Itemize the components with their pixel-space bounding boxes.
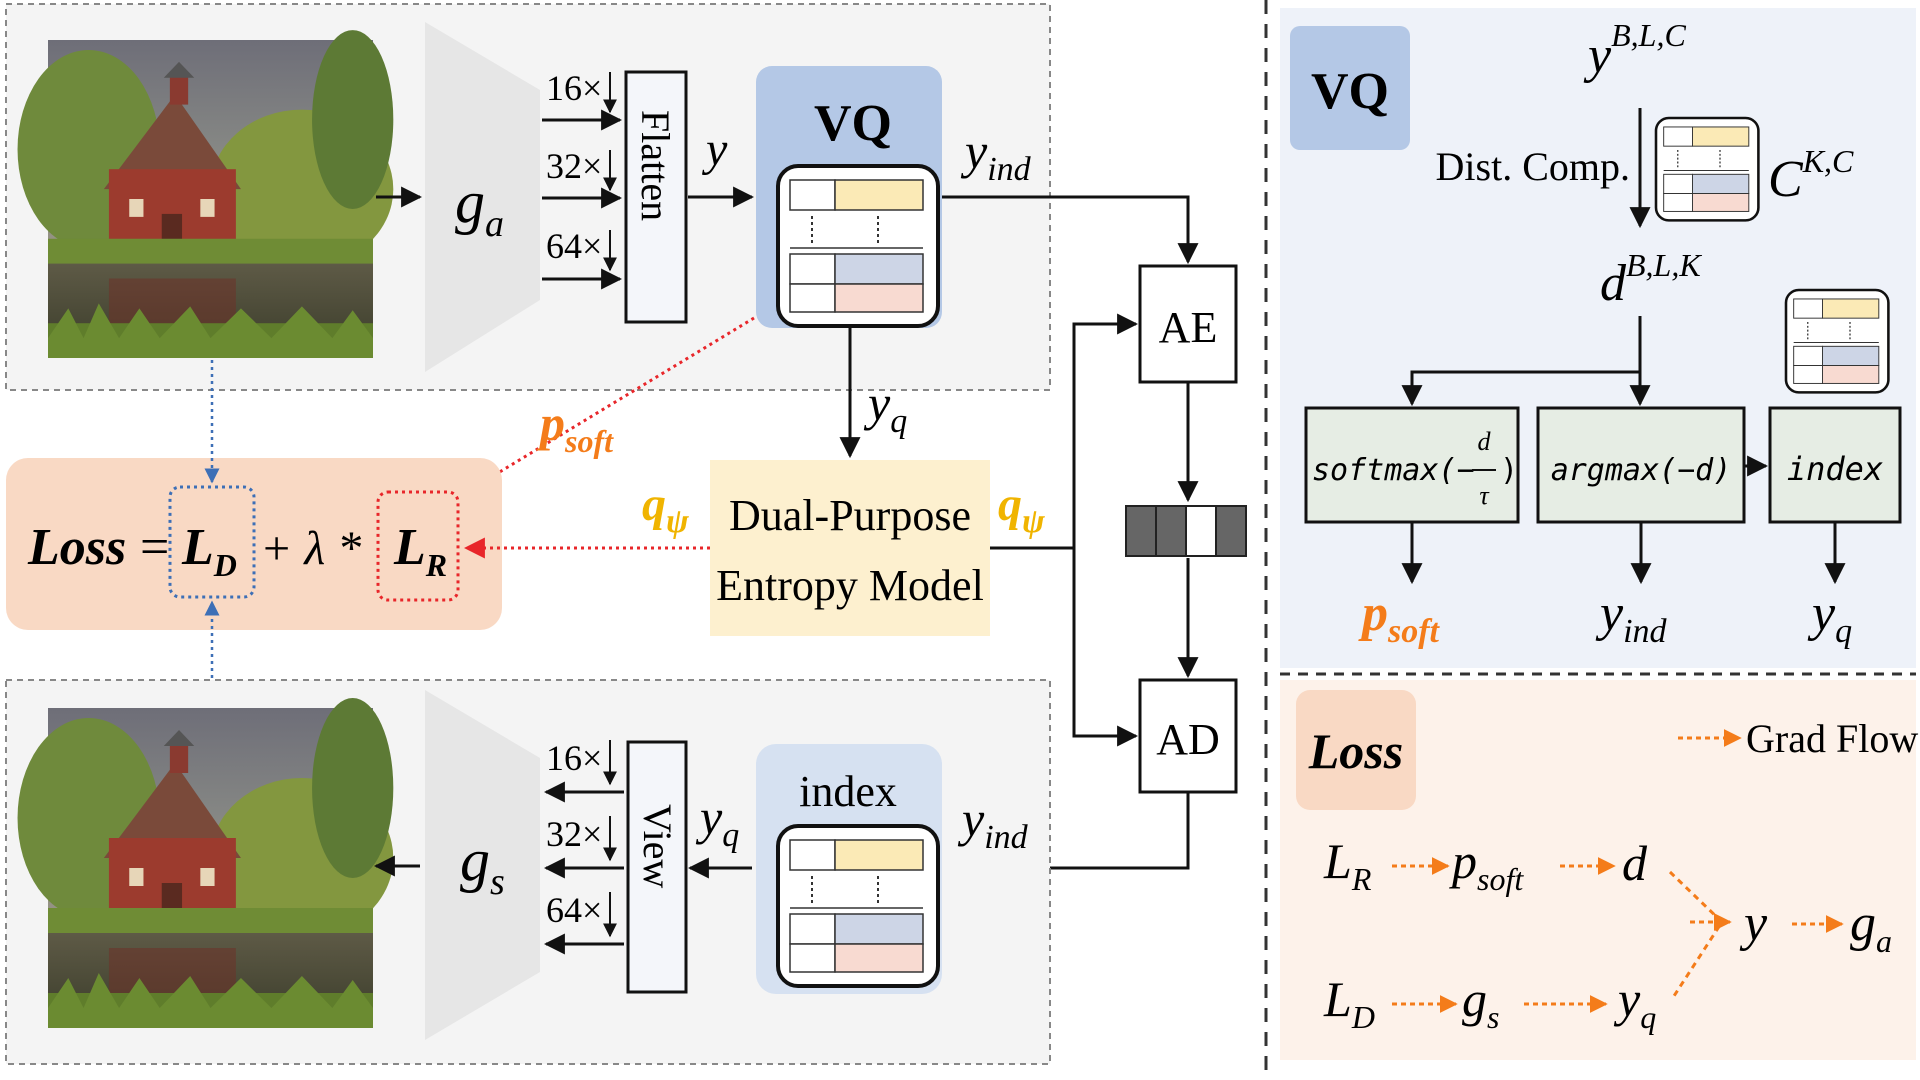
encoder-scale-64: 64× <box>546 226 602 266</box>
vq-detail-codebook <box>1654 116 1760 222</box>
vq-y-input: yB,L,C <box>1583 17 1686 84</box>
loss-detail-title-box <box>1296 690 1416 810</box>
index-block-label: index <box>799 767 897 816</box>
entropy-line1: Dual-Purpose <box>729 491 971 540</box>
loss-detail-title: Loss <box>1308 723 1403 779</box>
decoder-yq-label: yq <box>695 789 739 854</box>
vq-d-label: dB,L,K <box>1600 247 1702 312</box>
middle-yq-label: yq <box>863 375 907 440</box>
vq-index-text: index <box>1787 450 1883 488</box>
argmax-text: argmax(−d) <box>1551 453 1732 488</box>
flatten-label: Flatten <box>633 110 678 221</box>
grad-ga: ga <box>1850 895 1892 959</box>
softmax-den: τ <box>1479 481 1490 510</box>
ad-label: AD <box>1156 715 1220 764</box>
q-psi-left: qψ <box>642 478 689 540</box>
vq-dist-comp: Dist. Comp. <box>1436 144 1630 189</box>
softmax-num: d <box>1478 427 1492 456</box>
grad-d: d <box>1622 835 1648 891</box>
vq-index-codebook <box>1784 288 1890 394</box>
flatten-box <box>624 70 688 324</box>
loss-word: Loss <box>27 519 126 576</box>
analysis-transform-label: ga <box>455 169 504 245</box>
loss-plus-lambda: + λ * <box>260 522 361 575</box>
ad-box <box>1138 678 1238 794</box>
encoder-scale-32: 32× <box>546 146 602 186</box>
decoder-scale-16: 16× <box>546 738 602 778</box>
softmax-close: ) <box>1500 453 1518 488</box>
synthesis-transform-label: gs <box>460 827 505 903</box>
argmax-box <box>1536 406 1746 524</box>
vq-detail-title-box <box>1290 26 1410 150</box>
grad-y: y <box>1739 895 1768 952</box>
vq-c-label: CK,C <box>1768 143 1854 208</box>
synthesis-transform-shape <box>425 690 540 1040</box>
grad-yq: yq <box>1613 971 1656 1035</box>
decoder-scale-arrows <box>543 740 624 955</box>
bitstream <box>1125 505 1247 557</box>
encoder-scale-arrows <box>542 72 623 290</box>
encoder-scale-16: 16× <box>546 68 602 108</box>
vq-out-yq: yq <box>1807 585 1852 650</box>
vq-out-yind: yind <box>1595 585 1668 650</box>
grad-psoft: psoft <box>1449 833 1524 897</box>
input-image <box>17 30 394 359</box>
grad-lr: LR <box>1323 833 1372 897</box>
vq-block-label: VQ <box>814 95 892 152</box>
encoder-yind-label: yind <box>960 123 1032 188</box>
loss-equals: = <box>140 519 169 576</box>
loss-ld: LD <box>181 519 237 583</box>
view-box <box>626 740 688 994</box>
ae-box <box>1138 264 1238 384</box>
y-label: y <box>701 123 728 176</box>
vq-codebook <box>776 164 940 328</box>
decoder-scale-32: 32× <box>546 814 602 854</box>
loss-lr: LR <box>393 519 447 583</box>
entropy-model-box <box>710 460 990 636</box>
entropy-line2: Entropy Model <box>716 561 984 610</box>
ae-label: AE <box>1159 303 1218 352</box>
reconstructed-image <box>17 698 394 1028</box>
q-psi-right: qψ <box>998 478 1045 540</box>
p-soft-label: psoft <box>536 395 614 459</box>
decoder-scale-64: 64× <box>546 890 602 930</box>
view-label: View <box>635 804 680 888</box>
grad-flow-legend: Grad Flow <box>1746 716 1918 761</box>
vq-out-psoft: psoft <box>1358 585 1441 650</box>
vq-detail-title: VQ <box>1311 63 1389 120</box>
index-codebook <box>776 824 940 988</box>
softmax-box <box>1304 406 1520 524</box>
decoder-yind-label: yind <box>957 791 1029 856</box>
analysis-transform-shape <box>425 22 540 372</box>
softmax-text: softmax(− <box>1312 453 1475 488</box>
lr-dotted-box <box>376 490 460 602</box>
ld-dotted-box <box>168 485 256 599</box>
grad-gs: gs <box>1462 971 1499 1035</box>
grad-ld: LD <box>1323 971 1375 1035</box>
